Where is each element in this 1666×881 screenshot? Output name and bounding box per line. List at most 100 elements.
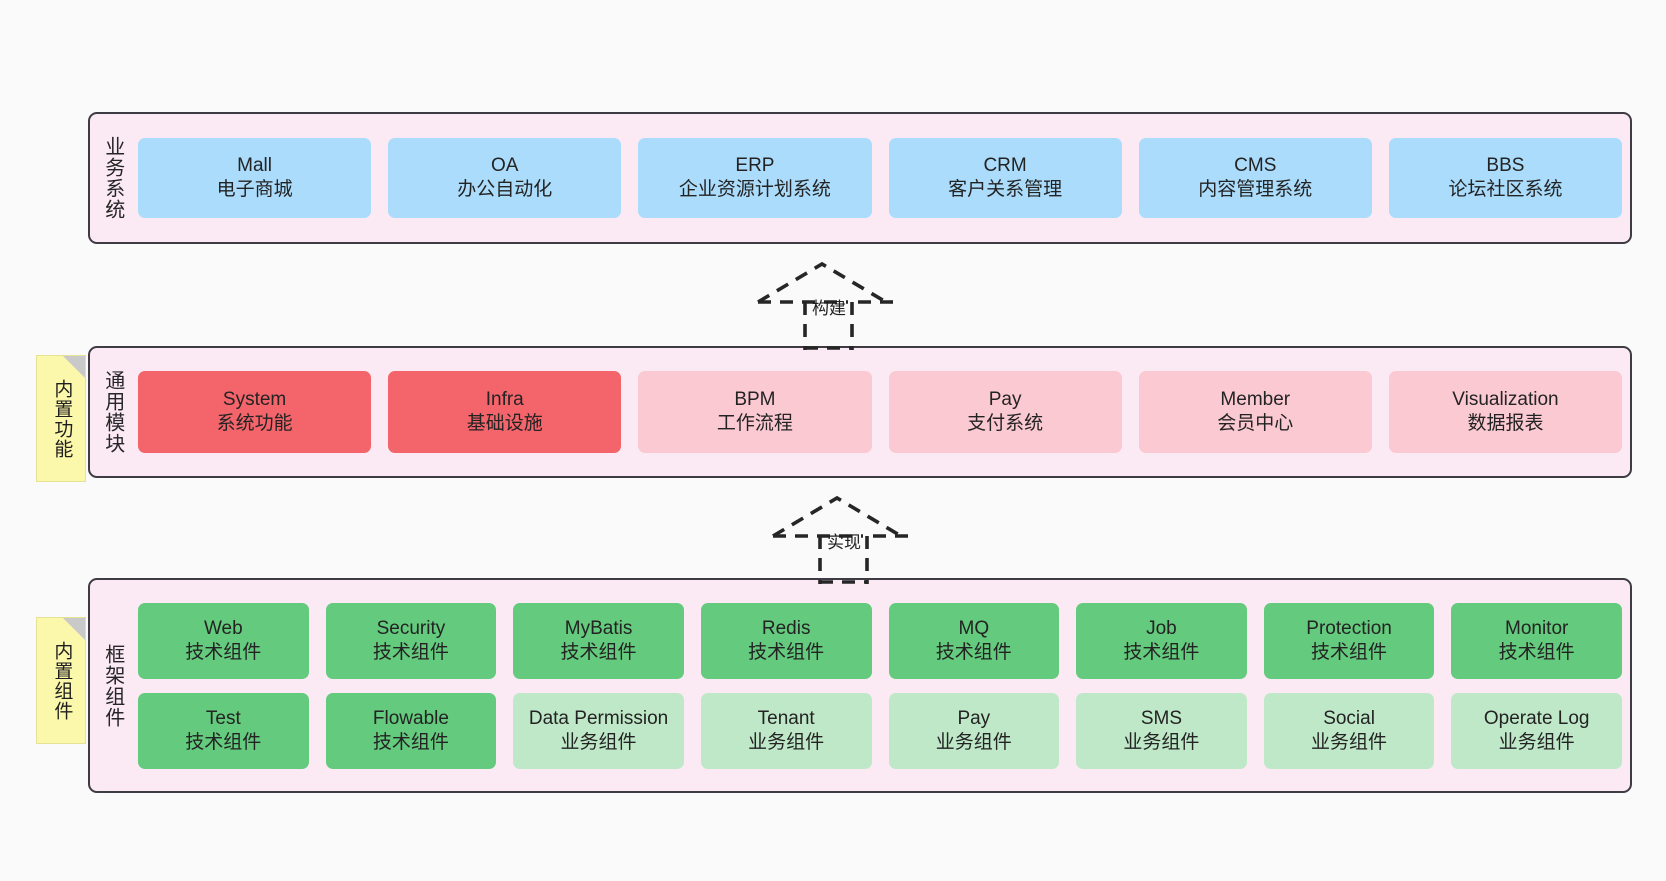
box-visualization-en: Visualization [1452, 389, 1559, 411]
box-operate-log-en: Operate Log [1483, 707, 1590, 729]
box-monitor-en: Monitor [1505, 617, 1569, 639]
box-protection[interactable]: Protection 技术组件 [1263, 602, 1435, 679]
box-tenant[interactable]: Tenant 业务组件 [700, 692, 872, 769]
box-mybatis-cn: 技术组件 [560, 641, 637, 663]
box-system[interactable]: System 系统功能 [138, 371, 372, 453]
box-security-cn: 技术组件 [372, 641, 449, 663]
box-data-permission-en: Data Permission [528, 707, 669, 729]
connector-implement-label: 实现 [827, 533, 861, 552]
box-bbs-en: BBS [1486, 155, 1525, 177]
box-mq-en: MQ [958, 617, 990, 639]
note-builtin-function-label: 内置功能 [51, 378, 73, 459]
box-job-en: Job [1146, 617, 1177, 639]
box-visualization[interactable]: Visualization 数据报表 [1388, 371, 1623, 453]
box-flowable[interactable]: Flowable 技术组件 [325, 692, 497, 769]
box-crm-cn: 客户关系管理 [948, 179, 1063, 200]
note-builtin-component: 内置组件 [36, 617, 86, 744]
box-web[interactable]: Web 技术组件 [138, 602, 309, 679]
box-monitor-cn: 技术组件 [1498, 641, 1575, 663]
box-member-en: Member [1220, 389, 1291, 411]
box-bpm[interactable]: BPM 工作流程 [638, 371, 872, 453]
box-infra-cn: 基础设施 [466, 413, 543, 434]
connector-build-label: 构建 [812, 299, 846, 318]
box-redis-cn: 技术组件 [748, 641, 825, 663]
box-sms-en: SMS [1140, 707, 1183, 729]
box-bbs[interactable]: BBS 论坛社区系统 [1388, 138, 1623, 218]
box-redis-en: Redis [761, 617, 811, 639]
box-security-en: Security [376, 617, 446, 639]
box-oa-cn: 办公自动化 [457, 179, 553, 200]
box-social-cn: 业务组件 [1311, 731, 1388, 753]
box-protection-cn: 技术组件 [1311, 641, 1388, 663]
box-pay-module[interactable]: Pay 支付系统 [888, 371, 1122, 453]
box-member-cn: 会员中心 [1217, 413, 1294, 434]
box-monitor[interactable]: Monitor 技术组件 [1451, 602, 1622, 679]
box-operate-log[interactable]: Operate Log 业务组件 [1451, 692, 1622, 769]
note-builtin-function: 内置功能 [36, 355, 86, 482]
box-test[interactable]: Test 技术组件 [138, 692, 309, 769]
note-fold-corner-icon-2 [63, 618, 85, 640]
box-web-en: Web [203, 617, 243, 639]
box-erp[interactable]: ERP 企业资源计划系统 [638, 138, 872, 218]
box-system-en: System [222, 389, 287, 411]
box-flowable-en: Flowable [372, 707, 449, 729]
layer-common-module: 通用模块 System 系统功能 Infra 基础设施 BPM 工作流程 Pay… [88, 346, 1632, 478]
box-pay-module-en: Pay [988, 389, 1022, 411]
layer-framework-component: 框架组件 Web 技术组件 Security 技术组件 MyBatis 技术组件 [88, 578, 1632, 793]
box-data-permission-cn: 业务组件 [560, 731, 637, 753]
box-member[interactable]: Member 会员中心 [1138, 371, 1372, 453]
box-operate-log-cn: 业务组件 [1498, 731, 1575, 753]
implement-arrow-icon [772, 495, 911, 584]
box-pay-component[interactable]: Pay 业务组件 [888, 692, 1060, 769]
box-erp-cn: 企业资源计划系统 [678, 179, 831, 200]
box-mybatis-en: MyBatis [564, 617, 633, 639]
box-protection-en: Protection [1306, 617, 1392, 639]
box-erp-en: ERP [735, 155, 775, 177]
box-flowable-cn: 技术组件 [372, 731, 449, 753]
box-oa-en: OA [491, 155, 519, 177]
box-pay-component-cn: 业务组件 [935, 731, 1012, 753]
box-cms-en: CMS [1234, 155, 1277, 177]
box-sms[interactable]: SMS 业务组件 [1076, 692, 1247, 769]
box-infra-en: Infra [485, 389, 524, 411]
box-data-permission[interactable]: Data Permission 业务组件 [513, 692, 684, 769]
box-mq-cn: 技术组件 [935, 641, 1012, 663]
connector-build: 构建 [750, 258, 910, 350]
box-bbs-cn: 论坛社区系统 [1448, 179, 1563, 200]
common-module-row: System 系统功能 Infra 基础设施 BPM 工作流程 Pay 支付系统… [138, 371, 1623, 453]
box-social[interactable]: Social 业务组件 [1263, 692, 1435, 769]
box-mall-en: Mall [237, 155, 272, 177]
box-crm[interactable]: CRM 客户关系管理 [888, 138, 1122, 218]
layer-body-common-module: System 系统功能 Infra 基础设施 BPM 工作流程 Pay 支付系统… [134, 348, 1630, 476]
layer-title-business-system: 业务系统 [101, 136, 124, 220]
box-cms-cn: 内容管理系统 [1198, 179, 1313, 200]
box-bpm-cn: 工作流程 [716, 413, 793, 434]
box-pay-module-cn: 支付系统 [967, 413, 1044, 434]
box-redis[interactable]: Redis 技术组件 [700, 602, 872, 679]
layer-body-framework-component: Web 技术组件 Security 技术组件 MyBatis 技术组件 Redi… [134, 580, 1630, 791]
box-sms-cn: 业务组件 [1123, 731, 1200, 753]
box-tenant-cn: 业务组件 [748, 731, 825, 753]
box-pay-component-en: Pay [957, 707, 991, 729]
box-job-cn: 技术组件 [1123, 641, 1200, 663]
box-mq[interactable]: MQ 技术组件 [888, 602, 1060, 679]
framework-business-row: Test 技术组件 Flowable 技术组件 Data Permission … [138, 692, 1622, 769]
connector-implement: 实现 [765, 492, 925, 584]
box-security[interactable]: Security 技术组件 [325, 602, 497, 679]
box-mall-cn: 电子商城 [216, 179, 293, 200]
box-social-en: Social [1323, 707, 1375, 729]
box-oa[interactable]: OA 办公自动化 [388, 138, 622, 218]
box-mybatis[interactable]: MyBatis 技术组件 [513, 602, 684, 679]
box-bpm-en: BPM [734, 389, 776, 411]
box-system-cn: 系统功能 [216, 413, 293, 434]
box-test-en: Test [205, 707, 241, 729]
layer-title-common-module: 通用模块 [101, 370, 124, 454]
note-fold-corner-icon [63, 356, 85, 378]
box-mall[interactable]: Mall 电子商城 [138, 138, 372, 218]
box-job[interactable]: Job 技术组件 [1076, 602, 1247, 679]
box-infra[interactable]: Infra 基础设施 [388, 371, 622, 453]
framework-component-rows: Web 技术组件 Security 技术组件 MyBatis 技术组件 Redi… [138, 602, 1622, 769]
layer-business-system: 业务系统 Mall 电子商城 OA 办公自动化 ERP 企业资源计划系统 CRM… [88, 112, 1632, 244]
box-cms[interactable]: CMS 内容管理系统 [1138, 138, 1372, 218]
